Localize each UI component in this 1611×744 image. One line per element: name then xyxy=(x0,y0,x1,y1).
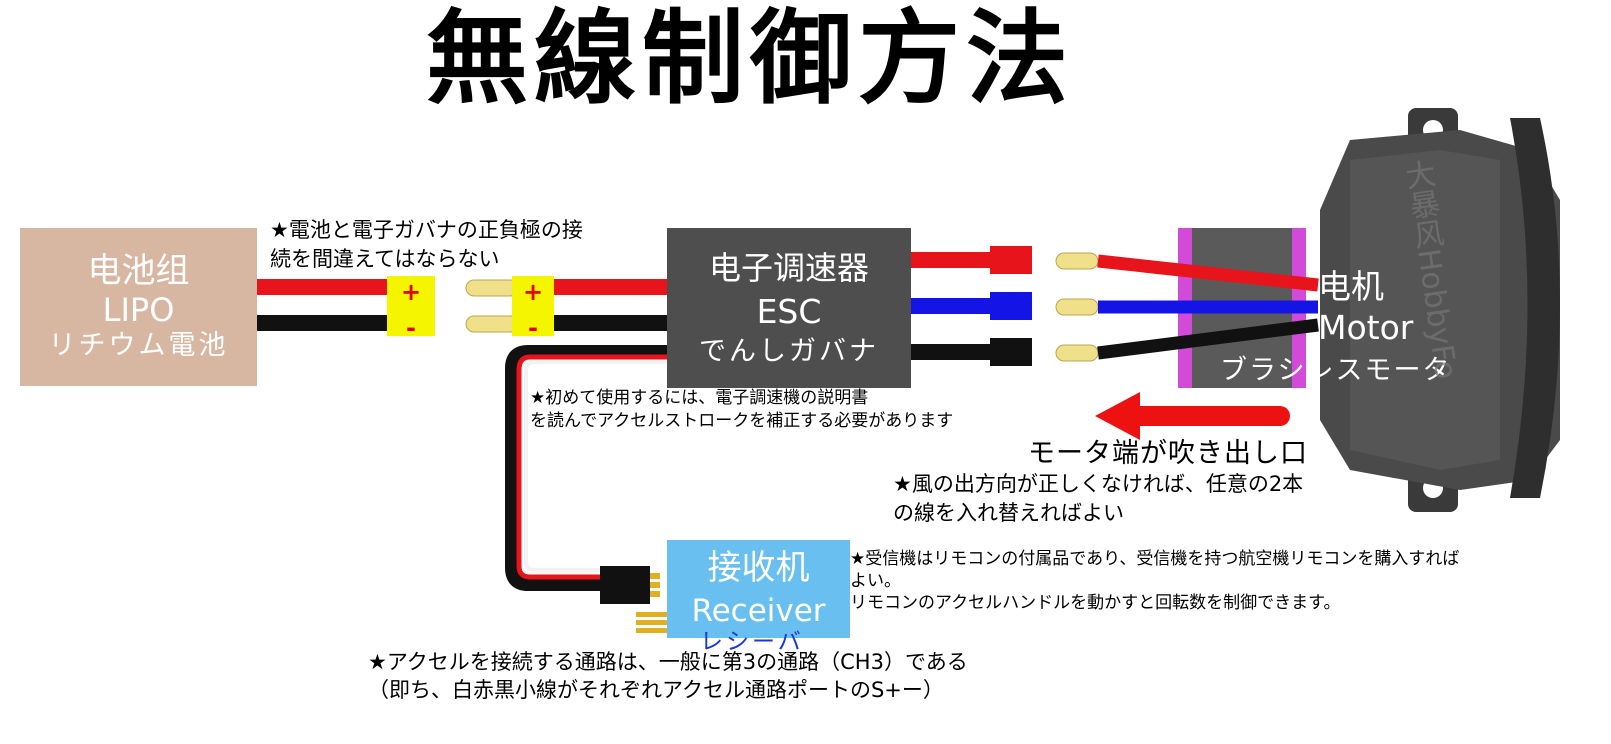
esc-box: 电子调速器 ESC でんしガバナ xyxy=(667,228,911,388)
battery-label-en: LIPO xyxy=(102,291,175,329)
motor-bullets xyxy=(1055,252,1099,362)
esc-connector xyxy=(512,276,554,336)
esc-label-en: ESC xyxy=(756,292,822,331)
motor-label-cn: 电机 xyxy=(1318,267,1384,306)
airflow-arrow xyxy=(1095,392,1290,440)
servo-lead xyxy=(505,345,667,591)
wind-direction-note: ★風の出方向が正しくなければ、任意の2本 の線を入れ替えればよい xyxy=(893,472,1304,525)
battery-box: 电池组 LIPO リチウム電池 xyxy=(20,228,257,386)
esc-output-wires xyxy=(911,246,1032,366)
receiver-box: 接收机 Receiver xyxy=(667,540,850,638)
polarity-note: ★電池と電子ガバナの正負極の接 続を間違えてはならない xyxy=(270,218,583,271)
esc-input-bullets xyxy=(465,279,519,333)
receiver-label-en: Receiver xyxy=(691,593,826,629)
servo-plug xyxy=(600,566,650,604)
receiver-label-jp: レシーバ xyxy=(700,629,804,655)
motor-wires xyxy=(1097,254,1319,360)
battery-connector xyxy=(387,276,435,336)
battery-plus-sign: + xyxy=(400,278,422,306)
outlet-note: モータ端が吹き出し口 xyxy=(1028,438,1308,469)
esc-calibration-note: ★初めて使用するには、電子調速機の説明書 を読んでアクセルストロークを補正する必… xyxy=(530,388,954,431)
motor-label-en: Motor xyxy=(1318,308,1414,347)
battery-label-cn: 电池组 xyxy=(87,251,190,291)
receiver-label-cn: 接收机 xyxy=(707,548,810,588)
esc-plus-sign: + xyxy=(522,278,544,306)
channel-note: ★アクセルを接続する通路は、一般に第3の通路（CH3）である （即ち、白赤黒小線… xyxy=(368,650,968,702)
battery-label-jp: リチウム電池 xyxy=(48,330,229,361)
esc-label-cn: 电子调速器 xyxy=(708,249,869,287)
esc-minus-sign: - xyxy=(528,314,538,342)
motor-housing xyxy=(1320,108,1560,512)
motor-label-jp: ブラシレスモータ xyxy=(1220,355,1452,386)
servo-pins xyxy=(650,573,660,597)
battery-minus-sign: - xyxy=(406,314,416,342)
page-title: 無線制御方法 xyxy=(426,0,1074,119)
receiver-note: ★受信機はリモコンの付属品であり、受信機を持つ航空機リモコンを購入すれば よい。… xyxy=(850,549,1460,613)
esc-label-jp: でんしガバナ xyxy=(699,336,879,367)
receiver-pins xyxy=(636,612,668,633)
